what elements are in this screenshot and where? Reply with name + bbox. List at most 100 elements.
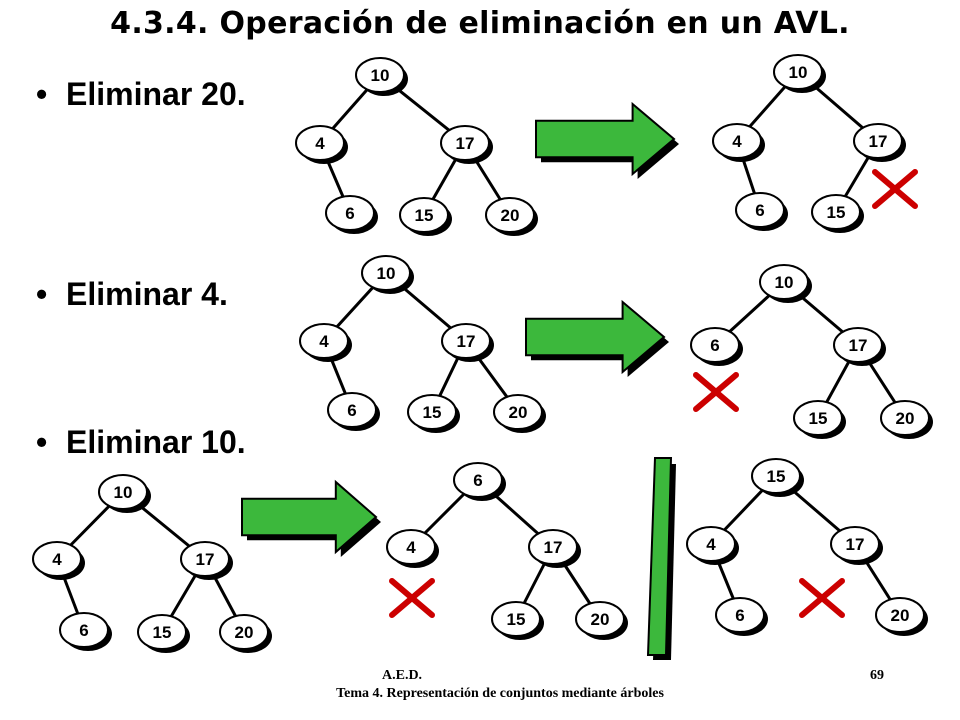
tree-node-20: 20	[493, 394, 546, 433]
tree-node-6: 6	[453, 462, 506, 501]
tree-node-15: 15	[751, 458, 804, 497]
arrow-body	[535, 101, 676, 177]
bullet-marker: •	[36, 276, 48, 312]
tree-node-4: 4	[32, 541, 85, 580]
cross-stroke	[799, 578, 845, 618]
tree-1-before: 10 4 17 6 15 20	[295, 57, 538, 236]
tree-node-17: 17	[440, 125, 493, 164]
green-arrow-1	[535, 101, 679, 179]
node-label: 15	[827, 203, 846, 222]
tree-node-4: 4	[295, 125, 348, 164]
node-label: 20	[896, 409, 915, 428]
tree-node-4: 4	[686, 526, 739, 565]
tree-node-17: 17	[853, 123, 906, 162]
node-circle	[686, 526, 736, 562]
node-label: 4	[706, 535, 716, 554]
node-circle	[735, 192, 785, 228]
tree-node-4: 4	[712, 123, 765, 162]
tree-node-20: 20	[875, 597, 928, 636]
green-arrow-3	[241, 479, 381, 557]
tree-node-10: 10	[98, 474, 151, 513]
bullet-eliminar-10: • Eliminar 10.	[36, 424, 246, 461]
node-label: 15	[415, 206, 434, 225]
bullet-text: Eliminar 4.	[66, 276, 228, 312]
node-circle	[440, 125, 490, 161]
slide-title: 4.3.4. Operación de eliminación en un AV…	[110, 6, 850, 41]
tree-node-6: 6	[690, 327, 743, 366]
node-circle	[295, 125, 345, 161]
tree-node-6: 6	[327, 392, 380, 431]
tree-node-20: 20	[485, 197, 538, 236]
node-label: 6	[755, 201, 764, 220]
node-label: 6	[345, 204, 354, 223]
tree-node-17: 17	[830, 526, 883, 565]
bullet-text: Eliminar 10.	[66, 424, 246, 460]
divider-body	[646, 457, 673, 656]
tree-node-10: 10	[759, 264, 812, 303]
node-circle	[528, 529, 578, 565]
red-cross-4	[799, 578, 845, 618]
tree-node-10: 10	[355, 57, 408, 96]
node-circle	[712, 123, 762, 159]
node-circle	[773, 54, 823, 90]
node-label: 10	[789, 63, 808, 82]
node-label: 6	[735, 606, 744, 625]
node-circle	[361, 255, 411, 291]
tree-node-10: 10	[361, 255, 414, 294]
footer-course: A.E.D.	[382, 668, 423, 683]
node-label: 10	[371, 66, 390, 85]
node-circle	[180, 541, 230, 577]
bullet-eliminar-20: • Eliminar 20.	[36, 76, 246, 113]
cross-stroke	[872, 169, 918, 209]
red-cross-1	[872, 169, 918, 209]
tree-1-after: 10 4 17 6 15	[712, 54, 906, 233]
bullet-text: Eliminar 20.	[66, 76, 246, 112]
tree-node-15: 15	[491, 601, 544, 640]
tree-node-15: 15	[137, 614, 190, 653]
tree-node-4: 4	[299, 323, 352, 362]
node-label: 6	[710, 336, 719, 355]
node-circle	[219, 614, 269, 650]
node-circle	[853, 123, 903, 159]
node-label: 20	[235, 623, 254, 642]
node-label: 4	[406, 538, 416, 557]
node-circle	[137, 614, 187, 650]
red-cross-2	[693, 372, 739, 412]
node-label: 20	[501, 206, 520, 225]
node-circle	[32, 541, 82, 577]
bullet-marker: •	[36, 76, 48, 112]
red-cross-3	[389, 578, 435, 618]
node-circle	[325, 195, 375, 231]
node-circle	[751, 458, 801, 494]
tree-node-17: 17	[528, 529, 581, 568]
node-circle	[441, 323, 491, 359]
node-label: 17	[849, 336, 868, 355]
node-circle	[880, 400, 930, 436]
node-circle	[399, 197, 449, 233]
node-label: 20	[591, 610, 610, 629]
node-label: 6	[347, 401, 356, 420]
node-label: 4	[52, 550, 62, 569]
node-label: 20	[509, 403, 528, 422]
node-circle	[491, 601, 541, 637]
node-label: 15	[507, 610, 526, 629]
tree-node-10: 10	[773, 54, 826, 93]
node-label: 6	[473, 471, 482, 490]
node-label: 17	[846, 535, 865, 554]
tree-3-after-b: 15 4 17 6 20	[686, 458, 928, 636]
tree-node-6: 6	[735, 192, 788, 231]
node-label: 10	[114, 483, 133, 502]
node-circle	[575, 601, 625, 637]
bullet-eliminar-4: • Eliminar 4.	[36, 276, 228, 313]
bullet-marker: •	[36, 424, 48, 460]
tree-3-after-a: 6 4 17 15 20	[386, 462, 628, 640]
node-circle	[355, 57, 405, 93]
node-label: 10	[775, 273, 794, 292]
node-label: 4	[315, 134, 325, 153]
node-circle	[793, 400, 843, 436]
node-label: 10	[377, 264, 396, 283]
node-circle	[299, 323, 349, 359]
arrow-body	[241, 479, 378, 555]
tree-node-17: 17	[180, 541, 233, 580]
